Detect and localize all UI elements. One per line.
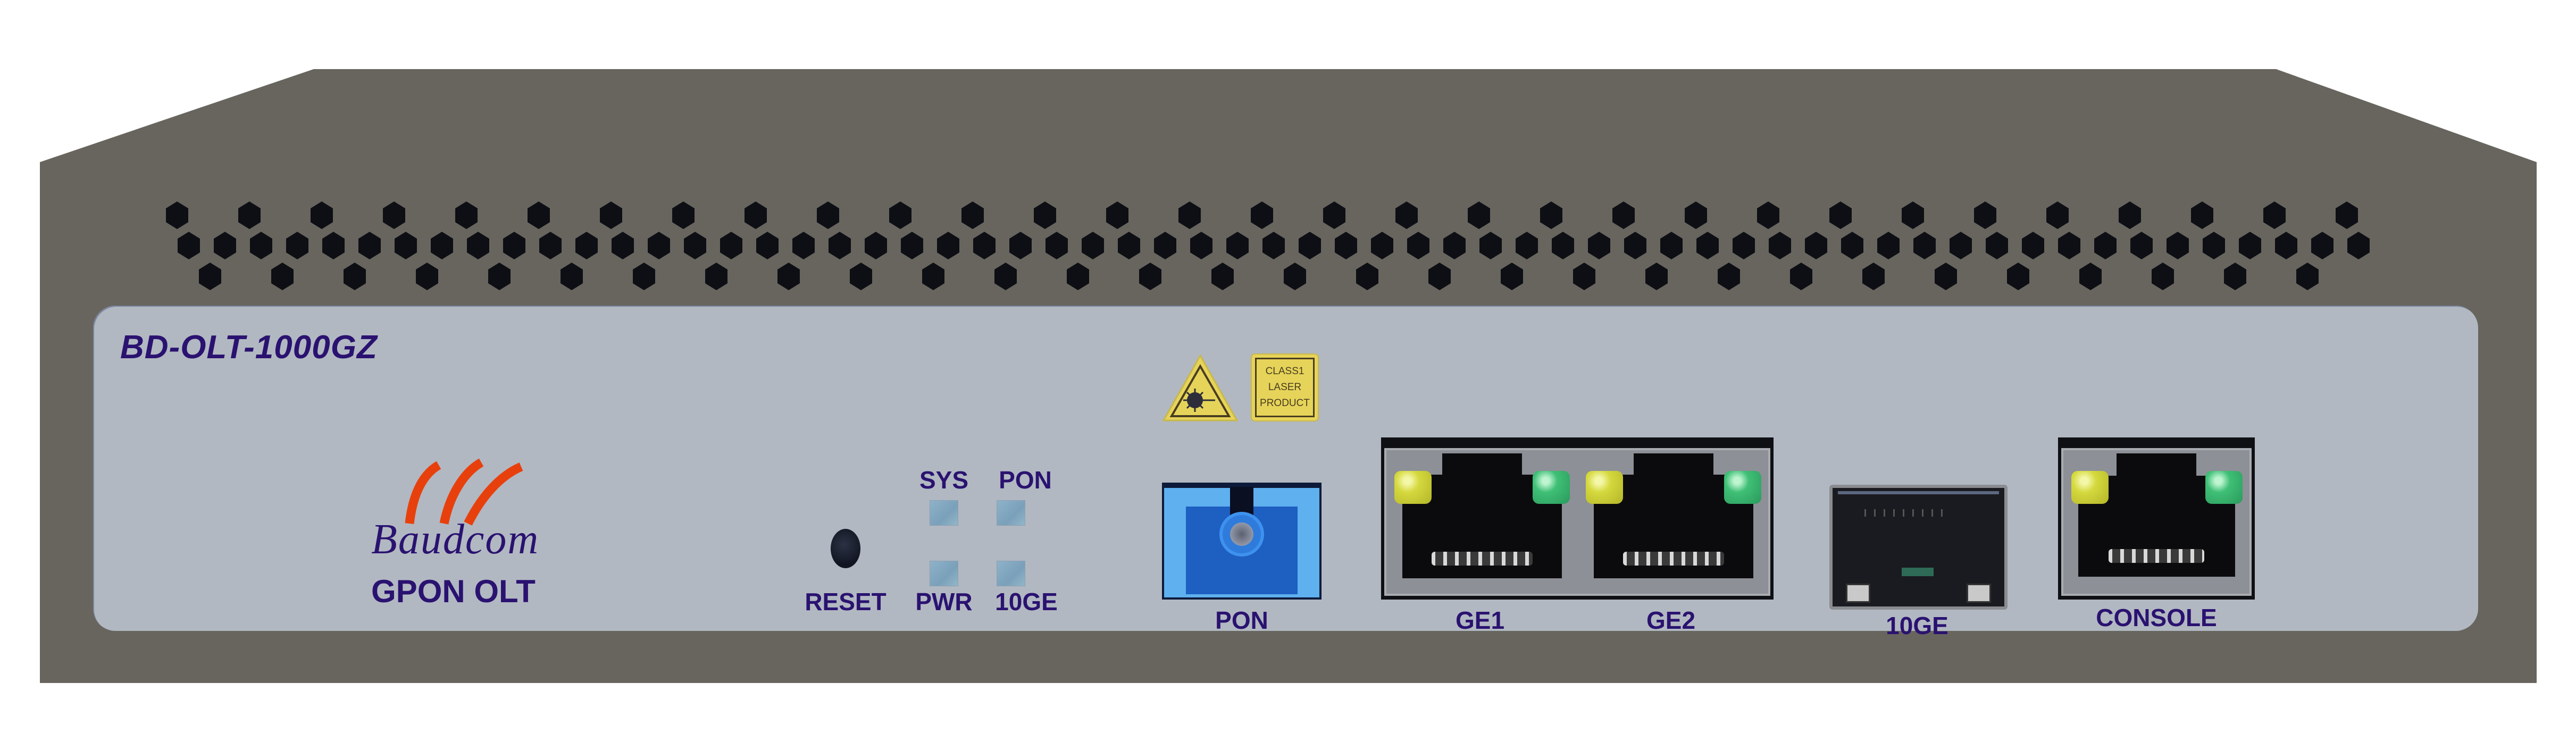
sys-led	[930, 500, 958, 526]
pon-led	[997, 500, 1025, 526]
10ge-port-label: 10GE	[1886, 612, 1948, 639]
pon-led-label: PON	[999, 466, 1052, 494]
fiber-ferrule-icon	[1230, 522, 1253, 546]
laser-class-line: LASER	[1268, 382, 1302, 393]
console-link-led	[2071, 471, 2109, 504]
laser-class-label: CLASS1 LASER PRODUCT	[1251, 353, 1319, 421]
pon-port-label: PON	[1215, 606, 1268, 634]
console-act-led	[2205, 471, 2243, 504]
sys-label: SYS	[919, 466, 969, 494]
10ge-sfp-port[interactable]	[1829, 485, 2008, 610]
console-port[interactable]	[2058, 437, 2255, 600]
pwr-label: PWR	[915, 588, 973, 615]
console-label: CONSOLE	[2096, 604, 2217, 631]
ge1-label: GE1	[1455, 606, 1505, 634]
ge1-act-led	[1533, 471, 1570, 504]
baudcom-logo-arcs-icon	[405, 458, 523, 526]
10ge-led	[997, 561, 1025, 586]
ge2-act-led	[1724, 471, 1761, 504]
ge-port-block	[1381, 437, 1774, 600]
reset-label: RESET	[805, 588, 886, 615]
laser-class-line: PRODUCT	[1260, 398, 1310, 409]
ge2-link-led	[1586, 471, 1623, 504]
10ge-led-label: 10GE	[995, 588, 1058, 615]
model-name: BD-OLT-1000GZ	[120, 329, 378, 366]
pwr-led	[930, 561, 958, 586]
ge2-label: GE2	[1646, 606, 1696, 634]
pon-port[interactable]	[1162, 483, 1322, 600]
product-type: GPON OLT	[371, 574, 536, 609]
laser-class-line: CLASS1	[1265, 366, 1304, 377]
laser-warning-icon	[1162, 353, 1239, 421]
ge1-link-led	[1394, 471, 1432, 504]
reset-button[interactable]	[831, 529, 860, 568]
brand-name: Baudcom	[371, 516, 540, 563]
chassis-top-face	[40, 69, 2537, 162]
